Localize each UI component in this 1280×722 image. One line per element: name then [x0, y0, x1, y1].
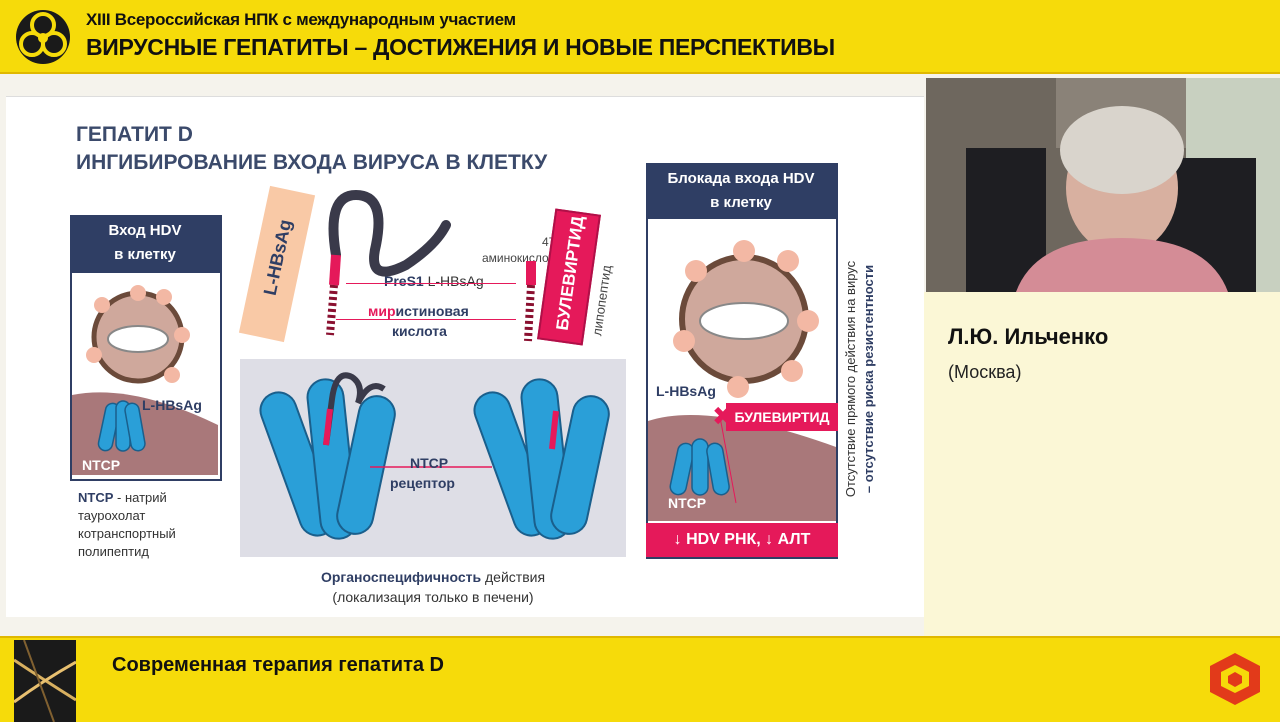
right-panel-header: Блокада входа HDV в клетку [646, 163, 836, 219]
myristic-line2: кислота [392, 323, 447, 339]
speaker-webcam-video [926, 78, 1280, 292]
talk-footer: Современная терапия гепатита D [0, 636, 1280, 722]
talk-title: Современная терапия гепатита D [112, 654, 444, 676]
slide-subtitle: ИНГИБИРОВАНИЕ ВХОДА ВИРУСА В КЛЕТКУ [76, 151, 548, 174]
left-header-line1: Вход HDV [108, 222, 182, 239]
ntcp-receptor-line2: рецептор [390, 475, 455, 491]
resistance-line2: – отсутствие риска резистентности [861, 264, 876, 494]
myristic-label: миристиновая [368, 303, 469, 319]
pres1-bold: PreS1 [384, 273, 424, 289]
left-header-line2: в клетку [114, 246, 176, 263]
ntcp-term: NTCP [78, 490, 114, 505]
conference-header: XIII Всероссийская НПК с международным у… [0, 0, 1280, 74]
right-bulevirtid-box: БУЛЕВИРТИД [726, 403, 838, 431]
myristic-highlight: мир [368, 303, 396, 319]
conference-title: ВИРУСНЫЕ ГЕПАТИТЫ – ДОСТИЖЕНИЯ И НОВЫЕ П… [86, 34, 835, 60]
organo-line2: (локализация только в печени) [332, 589, 534, 605]
left-virus-illustration [72, 285, 218, 475]
golden-lines-image [14, 640, 76, 722]
resistance-line1: Отсутствие прямого действия на вирус [843, 260, 858, 498]
organospecificity-caption: Органоспецифичность действия (локализаци… [240, 567, 626, 607]
right-ntcp-label: NTCP [668, 495, 707, 511]
myristic-rest: истиновая [395, 303, 469, 319]
pres1-arrow [346, 283, 516, 284]
resistance-note: Отсутствие прямого действия на вирус – о… [842, 249, 882, 509]
pres1-rest: L-HBsAg [423, 273, 484, 289]
lipopeptide-label: липопептид [589, 264, 615, 337]
organo-bold: Органоспецифичность [320, 569, 482, 585]
right-virus-illustration: ✖ [648, 240, 836, 521]
conference-cube-logo-icon [1210, 653, 1260, 705]
result-banner: ↓ HDV РНК, ↓ АЛТ [646, 523, 838, 557]
left-ntcp-label: NTCP [82, 457, 121, 473]
left-panel-header: Вход HDV в клетку [70, 215, 220, 273]
speaker-city: (Москва) [948, 362, 1022, 382]
conference-subtitle: XIII Всероссийская НПК с международным у… [86, 10, 516, 29]
right-header-line2: в клетку [710, 194, 772, 211]
pres1-label: PreS1 L-HBsAg [384, 273, 484, 289]
ntcp-description: NTCP - натрий таурохолат котранспортный … [78, 489, 228, 561]
ntcp-receptor-line1: NTCP [410, 455, 449, 471]
ntcp-receptor-illustration [259, 372, 610, 540]
bulevirtid-peptide-illustration [524, 261, 536, 342]
presentation-slide: ГЕПАТИТ D ИНГИБИРОВАНИЕ ВХОДА ВИРУСА В К… [6, 96, 924, 617]
myristic-arrow [336, 319, 516, 320]
speaker-video-frame [926, 78, 1280, 292]
right-lhbsag-label: L-HBsAg [656, 383, 716, 399]
organo-rest: действия [481, 569, 546, 585]
bulevirtid-bar-label: БУЛЕВИРТИД [552, 214, 588, 332]
biohazard-icon [16, 10, 70, 64]
right-header-line1: Блокада входа HDV [667, 170, 815, 187]
speaker-info-panel: Л.Ю. Ильченко (Москва) [924, 292, 1280, 636]
left-lhbsag-label: L-HBsAg [142, 397, 202, 413]
slide-title: ГЕПАТИТ D [76, 123, 193, 146]
speaker-name: Л.Ю. Ильченко [948, 324, 1109, 349]
pres1-protein-illustration [326, 189, 451, 336]
decorative-thumbnail [14, 640, 76, 722]
ntcp-definition: - натрий таурохолат котранспортный полип… [78, 490, 176, 559]
ntcp-receptor-panel: NTCP рецептор [240, 359, 626, 557]
